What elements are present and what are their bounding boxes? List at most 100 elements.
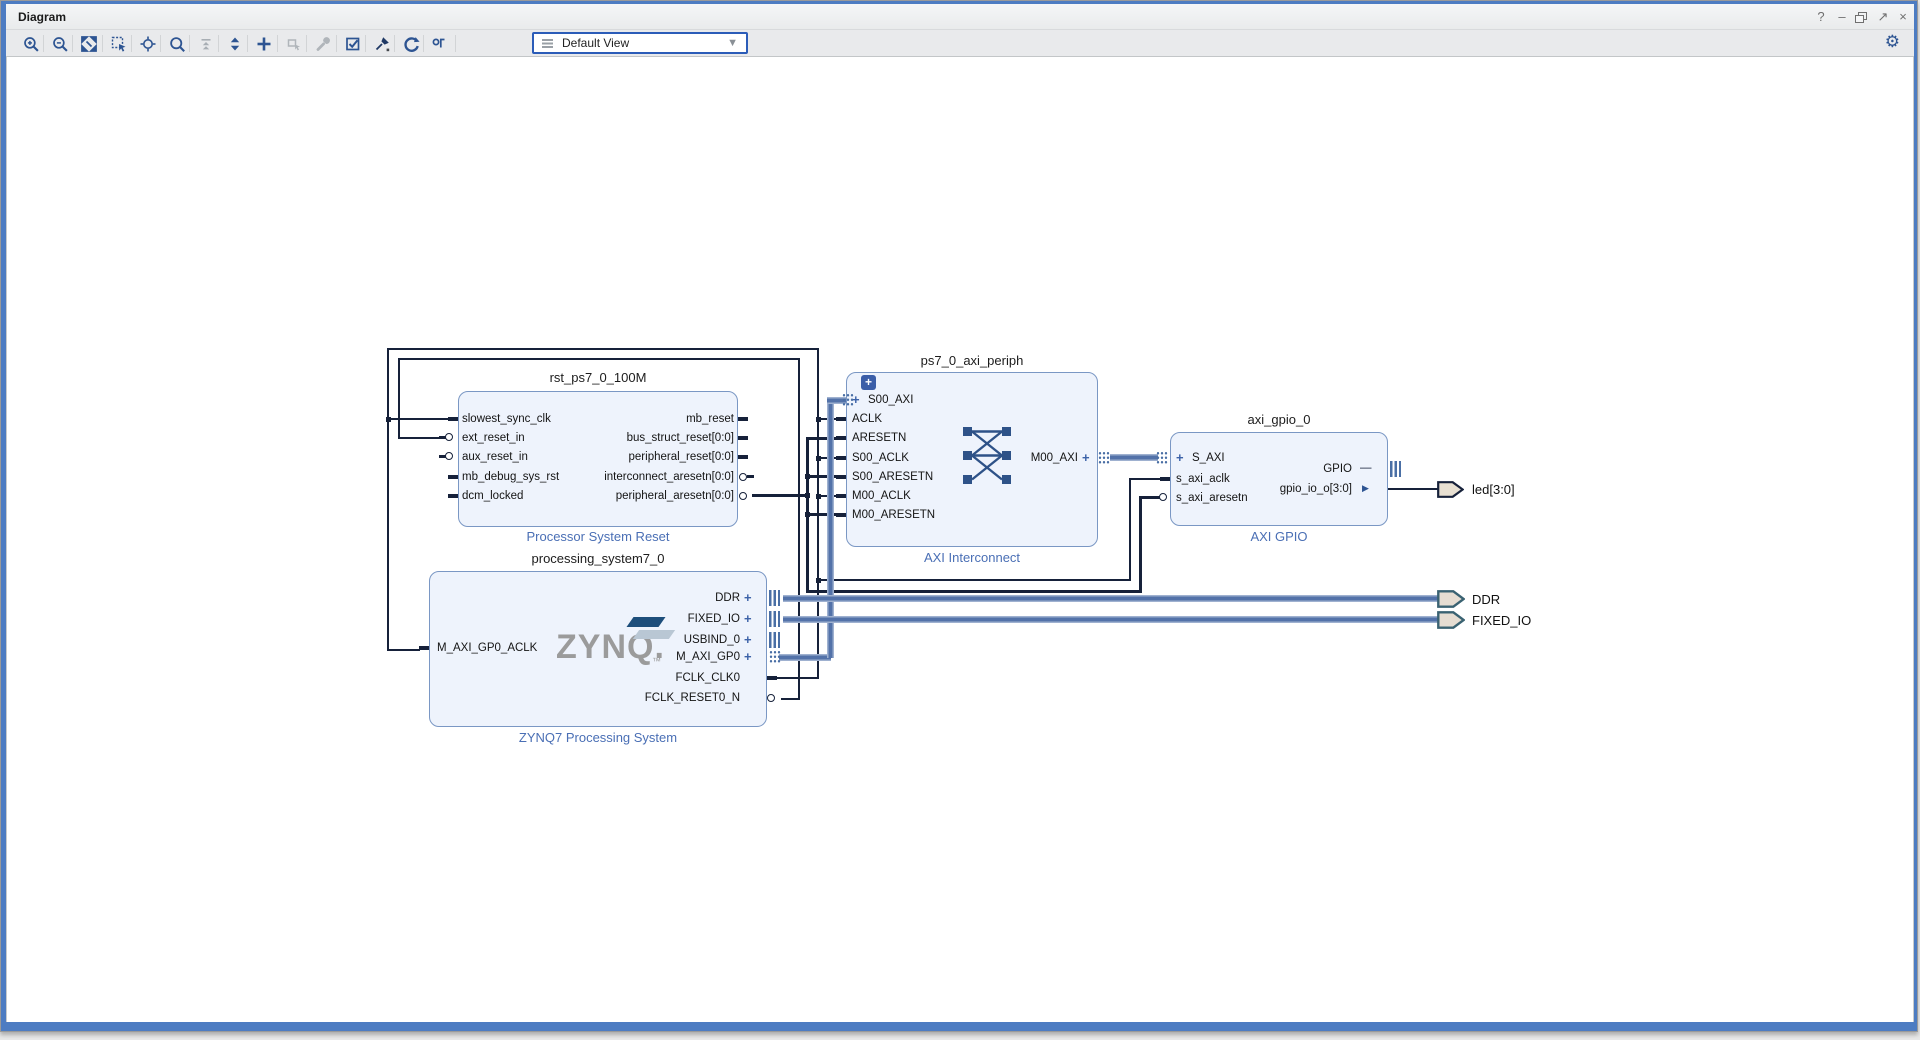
bus-m00-axi[interactable]	[1110, 454, 1158, 461]
wire-aresetn-feeder[interactable]	[806, 590, 1142, 593]
port-interconnect-aresetn[interactable]: interconnect_aresetn[0:0]	[604, 471, 734, 483]
pin-stub[interactable]	[836, 475, 846, 479]
block-axi-gpio[interactable]	[1170, 432, 1388, 526]
validate-design-icon[interactable]	[341, 35, 365, 53]
port-aresetn[interactable]: ARESETN	[852, 432, 907, 444]
block-title-gpio[interactable]: axi_gpio_0	[1247, 412, 1311, 427]
port-m-axi-gp0[interactable]: M_AXI_GP0	[676, 651, 740, 663]
wire-to-ext-reset-in[interactable]	[398, 437, 446, 439]
active-low-bubble[interactable]	[1159, 493, 1167, 501]
float-icon[interactable]: ↗	[1877, 9, 1889, 24]
port-gpio-interface[interactable]: GPIO	[1323, 463, 1352, 475]
plus-icon[interactable]: +	[852, 392, 860, 407]
restore-icon[interactable]	[1855, 12, 1873, 23]
block-title-ps7[interactable]: processing_system7_0	[531, 551, 665, 566]
active-low-bubble[interactable]	[445, 452, 453, 460]
port-fixed-io[interactable]: FIXED_IO	[687, 613, 740, 625]
port-s-axi-aclk[interactable]: s_axi_aclk	[1176, 473, 1230, 485]
port-s00-aresetn[interactable]: S00_ARESETN	[852, 471, 934, 483]
pin-stub[interactable]	[836, 513, 846, 517]
port-m00-aclk[interactable]: M00_ACLK	[852, 490, 911, 502]
interface-view-icon[interactable]	[427, 35, 451, 53]
pin-stub[interactable]	[836, 456, 846, 460]
collapse-dash-icon[interactable]: —	[1360, 462, 1372, 474]
port-m00-axi[interactable]: M00_AXI	[1030, 452, 1078, 464]
pin-stub[interactable]	[1160, 477, 1170, 481]
block-title-rst[interactable]: rst_ps7_0_100M	[549, 370, 647, 385]
active-low-bubble[interactable]	[739, 473, 747, 481]
plus-icon[interactable]: +	[1082, 450, 1090, 465]
external-interface-bars[interactable]	[769, 611, 780, 627]
block-zynq7-ps[interactable]	[429, 571, 767, 727]
pin-stub[interactable]	[738, 436, 748, 440]
interface-connector[interactable]	[1156, 451, 1168, 465]
port-s00-axi[interactable]: S00_AXI	[868, 394, 914, 406]
wire-fclk-clk0[interactable]	[775, 677, 819, 679]
port-bus-struct-reset[interactable]: bus_struct_reset[0:0]	[626, 432, 734, 444]
bus-to-s00-axi[interactable]	[827, 397, 849, 404]
pin-stub[interactable]	[448, 475, 458, 479]
port-fclk-clk0[interactable]: FCLK_CLK0	[675, 672, 740, 684]
wire-aresetn-riser[interactable]	[1139, 496, 1142, 593]
wire-periph-aresetn-out[interactable]	[752, 494, 808, 497]
port-s-axi[interactable]: S_AXI	[1192, 452, 1225, 464]
wire-to-s00-aresetn[interactable]	[806, 475, 836, 478]
expand-block-button[interactable]: +	[861, 375, 876, 390]
external-interface-bars[interactable]	[769, 632, 780, 648]
wire-clk-riser[interactable]	[1129, 478, 1131, 581]
wire-gpio-to-led[interactable]	[1388, 488, 1438, 490]
plus-icon[interactable]: +	[744, 649, 752, 664]
wire-to-s-axi-aresetn[interactable]	[1139, 496, 1160, 499]
customize-block-icon[interactable]	[311, 35, 335, 53]
port-peripheral-reset[interactable]: peripheral_reset[0:0]	[628, 451, 734, 463]
title-bar[interactable]: Diagram ? – ↗ ×	[6, 4, 1914, 30]
port-dcm-locked[interactable]: dcm_locked	[462, 490, 524, 502]
bus-m-axi-gp0-v[interactable]	[827, 397, 834, 658]
port-fclk-reset0-n[interactable]: FCLK_RESET0_N	[644, 692, 740, 704]
wire-to-slowest-sync-clk[interactable]	[387, 418, 449, 420]
add-ip-icon[interactable]	[252, 35, 276, 53]
zoom-fit-icon[interactable]	[77, 35, 101, 53]
port-mb-debug-sys-rst[interactable]: mb_debug_sys_rst	[462, 471, 560, 483]
pin-stub[interactable]	[439, 436, 446, 439]
active-low-bubble[interactable]	[739, 492, 747, 500]
wire-to-m-axi-gp0-aclk[interactable]	[387, 649, 420, 651]
zoom-in-icon[interactable]	[19, 35, 43, 53]
pin-stub[interactable]	[836, 417, 846, 421]
active-low-bubble[interactable]	[445, 433, 453, 441]
zoom-to-selection-icon[interactable]	[107, 35, 131, 53]
wire-reset-top[interactable]	[398, 358, 800, 360]
wire-clk-left[interactable]	[387, 348, 389, 651]
port-m-axi-gp0-aclk[interactable]: M_AXI_GP0_ACLK	[437, 642, 538, 654]
interface-connector[interactable]	[842, 393, 854, 407]
plus-icon[interactable]: +	[744, 590, 752, 605]
pin-stub[interactable]	[738, 455, 748, 459]
external-port-fixed-io[interactable]	[1437, 611, 1465, 629]
center-view-icon[interactable]	[136, 35, 160, 53]
search-icon[interactable]	[165, 35, 189, 53]
pin-icon[interactable]	[370, 35, 394, 53]
settings-gear-icon[interactable]: ⚙	[1884, 32, 1900, 51]
pin-stub[interactable]	[419, 646, 429, 650]
wire-reset-vertical[interactable]	[798, 358, 800, 700]
collapse-hierarchy-icon[interactable]	[194, 35, 218, 53]
regenerate-layout-icon[interactable]	[399, 35, 423, 53]
pin-stub[interactable]	[747, 475, 754, 478]
port-s00-aclk[interactable]: S00_ACLK	[852, 452, 909, 464]
port-ext-reset-in[interactable]: ext_reset_in	[462, 432, 525, 444]
external-port-label-ddr[interactable]: DDR	[1472, 592, 1501, 607]
external-port-label-led[interactable]: led[3:0]	[1472, 482, 1515, 497]
wire-clk-top[interactable]	[387, 348, 819, 350]
plus-icon[interactable]: +	[744, 632, 752, 647]
port-aclk[interactable]: ACLK	[852, 413, 883, 425]
wire-reset-left[interactable]	[398, 358, 400, 439]
pin-stub[interactable]	[836, 494, 846, 498]
make-connection-icon[interactable]	[282, 35, 306, 53]
minimize-icon[interactable]: –	[1838, 9, 1846, 24]
port-aux-reset-in[interactable]: aux_reset_in	[462, 451, 528, 463]
expand-hierarchy-icon[interactable]	[223, 35, 247, 53]
port-gpio-io-o[interactable]: gpio_io_o[3:0]	[1279, 483, 1352, 495]
active-low-bubble[interactable]	[767, 694, 775, 702]
view-selector[interactable]: Default View ▼	[532, 32, 748, 54]
close-icon[interactable]: ×	[1899, 9, 1907, 24]
